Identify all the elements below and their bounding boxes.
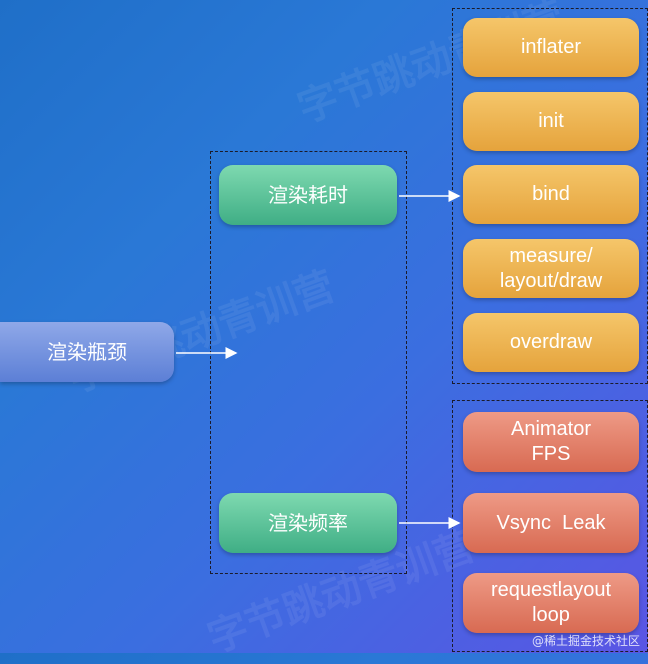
branch-group-frame (210, 151, 407, 574)
time-item: init (463, 92, 639, 151)
time-item: overdraw (463, 313, 639, 372)
freq-item: Animator FPS (463, 412, 639, 472)
source-credit: @稀土掘金技术社区 (531, 634, 640, 648)
branch-render-frequency: 渲染频率 (219, 493, 397, 553)
time-item: inflater (463, 18, 639, 77)
branch-render-time: 渲染耗时 (219, 165, 397, 225)
time-item: measure/ layout/draw (463, 239, 639, 298)
root-node: 渲染瓶颈 (0, 322, 174, 382)
freq-item: Vsync Leak (463, 493, 639, 553)
freq-item: requestlayout loop (463, 573, 639, 633)
time-item: bind (463, 165, 639, 224)
